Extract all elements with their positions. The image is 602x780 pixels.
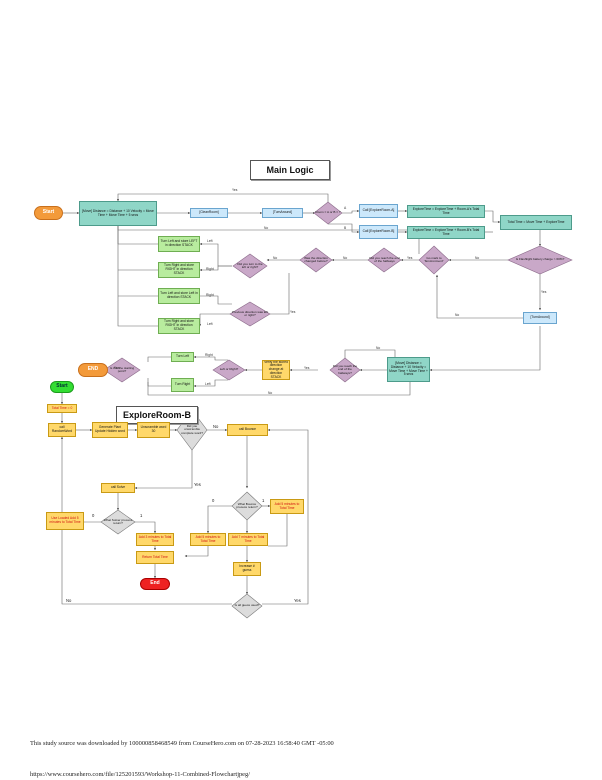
did-reach-start-decision-diamond [329,357,361,383]
total-time-block: Total Time = Move Time + ExploreTime [500,215,572,230]
footer-source-url: https://www.coursehero.com/file/12520159… [30,771,250,778]
clean-room-block: [CleanRoom] [190,208,228,218]
footer-download-note: This study source was downloaded by 1000… [30,740,334,747]
edge-label-no-flashlight: No [475,256,480,260]
direction-changed-question: Was the direction changed before? [304,255,328,263]
turn-left-block: Turn Left [171,352,194,362]
main-end-terminal: END [78,363,108,377]
edge-label-right-1: Right [206,267,214,271]
edge-label-no-start: No [268,391,273,395]
call-explore-a-block: Call [ExploreRoom-A] [359,204,398,218]
explore-label-yes-bottom: Yes [294,598,301,603]
unscramble-word-block: Unscramble word 30 [137,422,170,438]
did-reach-question: Did you reach the end of the hallways [369,255,400,263]
what-bounce-decision-diamond [231,491,263,521]
turn-left-store-left-block: Turn Left and store LEFT in direction ST… [158,236,200,252]
is-all-guess-question: Is all guess used? [234,603,260,608]
room-ab-question: Room = A or B = ? [315,210,341,215]
explore-label-1-bounce: 1 [262,498,265,503]
move-process-block: [Move] Distance = Distance + 10 Velocity… [79,201,157,226]
edge-label-right-2: Right [206,293,214,297]
call-explore-b-block: Call [ExploreRoom-B] [359,225,398,239]
edge-label-left-1: Left [207,239,213,243]
left-or-right-question: Left or Right? [219,367,239,372]
edge-label-yes-direction: Yes [290,310,296,314]
room-ab-decision-diamond [313,201,343,225]
edge-label-left-3: Left [205,382,211,386]
edge-label-no-reach-start: No [376,346,381,350]
increase-guess-block: Increase # guess [233,562,261,576]
flashlight-question: Is Flashlight battery charge > 60%? [515,257,565,262]
edge-label-yes-top: Yes [232,188,238,192]
what-solver-decision-diamond [100,509,136,535]
did-turn-question: Did you turn to the left or right? [237,261,263,269]
direction-changed-decision-diamond [299,247,333,273]
explore-label-0-bounce: 0 [212,498,215,503]
did-reach-start-question: Did you reach the end of the hallways? [332,363,358,375]
explore-time-a-block: ExploreTime = ExploreTime + Room-A's Tot… [407,205,485,218]
main-start-terminal: Start [34,206,63,220]
add-3-minutes-block: Add 3 minutes to Total Time [136,533,174,546]
edge-label-no-direction: No [273,256,278,260]
explore-label-1-solver: 1 [140,513,143,518]
explore-start-terminal: Start [50,381,74,393]
did-turn-decision-diamond [232,253,268,279]
edge-label-left-2: Left [207,322,213,326]
is-all-decision-diamond [231,593,263,619]
call-random-word-block: call RandomWord [48,423,76,437]
edge-label-no-reach-2: No [343,256,348,260]
turn-right-block: Turn Right [171,378,194,392]
generate-hidden-word-block: Generate Plant Update Hidden word [92,422,128,438]
edge-label-no-reach: No [264,226,269,230]
explore-end-terminal: End [140,578,170,590]
turn-right-store-left-block: Turn Right and store RIGHT in direction … [158,318,200,334]
edge-label-yes-go-mark: Yes [407,256,413,260]
add-5-minutes-block: Add 5 minutes to Total Time [190,533,226,546]
edge-label-yes-flashlight: Yes [541,290,547,294]
is-starting-decision-diamond [103,357,141,383]
explore-label-yes: Yes [194,482,201,487]
left-or-right-decision-diamond [212,359,246,381]
call-solve-block: call Solve [101,483,135,493]
verify-direction-block: Verify the stored direction change at di… [262,360,290,380]
return-total-time-block: Return Total Time [136,551,174,564]
turn-right-store-right-block: Turn Right and store RIGHT in direction … [158,262,200,278]
main-logic-title: Main Logic [250,160,330,180]
turn-around-block: [TurnAround] [262,208,303,218]
previous-direction-decision-diamond [229,301,271,327]
what-bounce-question: What Bounce process return? [236,501,258,509]
explore-label-0-solver: 0 [92,513,95,518]
what-solver-question: What Solver process return? [103,517,133,525]
explore-label-no-bottom: No [66,598,72,603]
use-loaded-block: Use Loaded Add 5 minutes to Total Time [46,512,84,530]
edge-label-a: A [344,206,347,210]
previous-direction-question: Previous direction was left or right? [232,309,268,317]
call-bounce-block: call Bounce [227,424,268,436]
turn-around-2-block: [TurnAround] [523,312,557,324]
did-reach-decision-diamond [367,247,402,273]
did-unscramble-question: Did you unscramble complete word? [181,423,203,435]
add-minutes-1-block: Add 5 minutes to Total Time [270,499,304,514]
edge-label-b: B [344,226,347,230]
go-mark-decision-diamond [418,245,450,275]
edge-label-yes-start: Yes [114,366,120,370]
go-mark-question: Go mark to "Environment" [424,255,444,263]
turn-left-store-right-block: Turn Left and store Left in direction ST… [158,288,200,304]
edge-label-right-3: Right [205,353,213,357]
edge-label-yes-reach-start: Yes [304,366,310,370]
add-7-minutes-block: Add 7 minutes to Total Time [228,533,268,546]
move-2-process-block: [Move] Distance = Distance + 10 Velocity… [387,357,430,382]
edge-label-no-turnaround: No [455,313,460,317]
explore-label-no: No [213,424,219,429]
total-time-init-block: Total Time = 0 [47,404,77,413]
is-starting-question: Is this the starting point? [109,365,135,373]
flashlight-decision-diamond [507,245,573,275]
explore-time-b-block: ExploreTime = ExploreTime + Room-B's Tot… [407,226,485,239]
